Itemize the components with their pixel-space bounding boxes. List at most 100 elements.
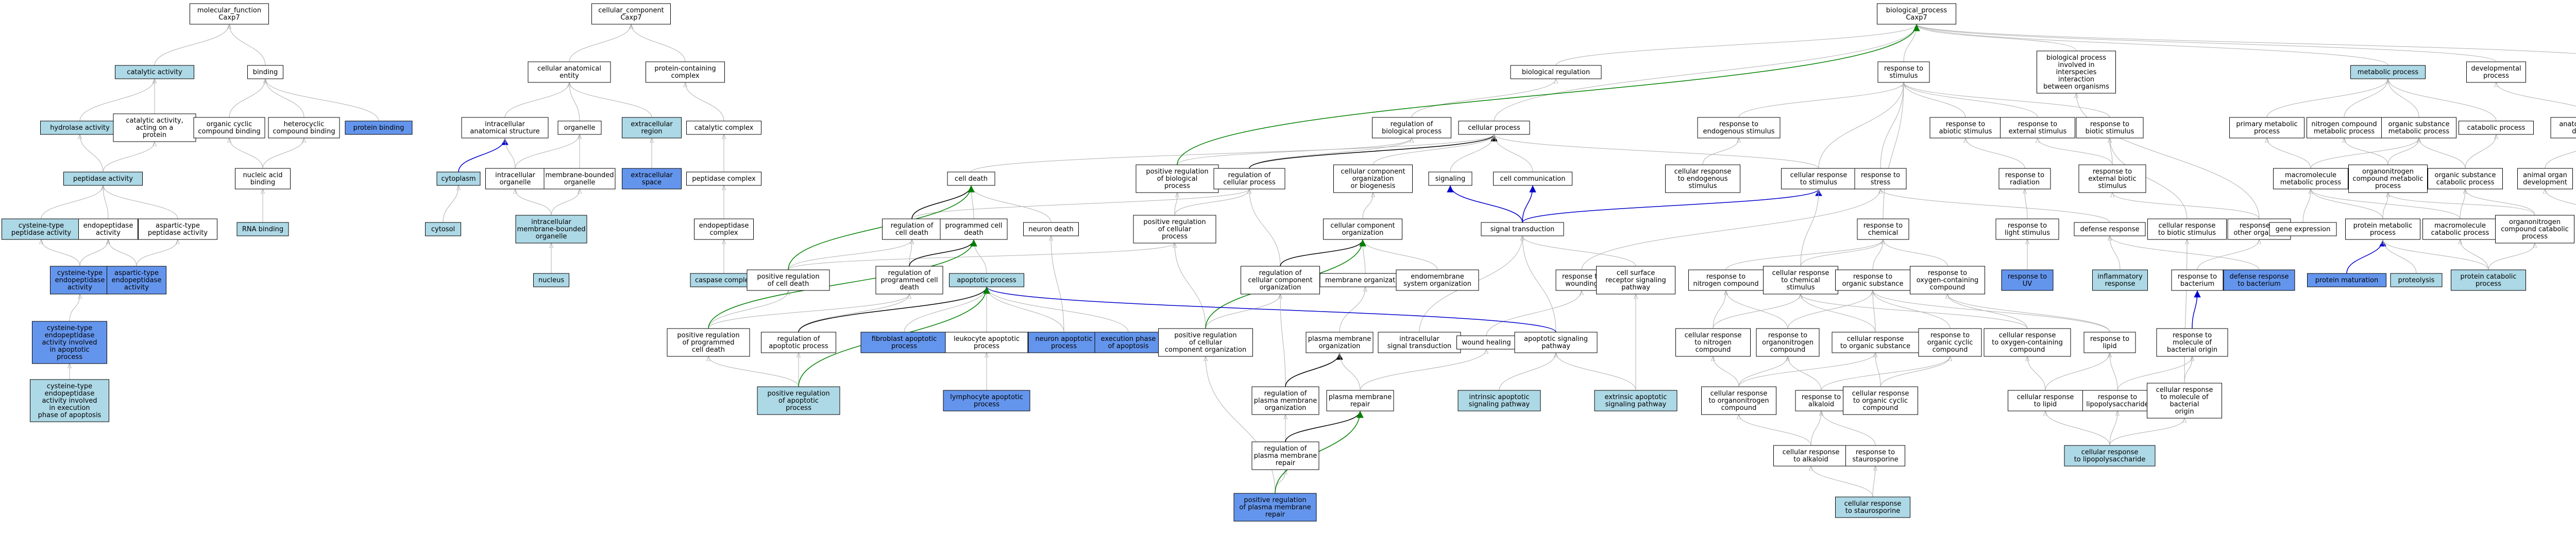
go-term-label: cellular response bbox=[1710, 390, 1768, 398]
go-term-label: receptor signaling bbox=[1605, 277, 1666, 284]
go-term-label: compound catabolic bbox=[2501, 226, 2569, 233]
relation-edge bbox=[904, 287, 987, 333]
go-term-box bbox=[1995, 218, 2059, 240]
relation-edge bbox=[41, 185, 103, 219]
relation-edge bbox=[971, 134, 1494, 173]
relation-edge bbox=[1205, 294, 1280, 329]
go-term-box bbox=[1319, 273, 1411, 287]
relation-edge bbox=[2266, 78, 2388, 118]
go-term-box bbox=[2083, 332, 2136, 353]
go-term-box bbox=[945, 332, 1028, 353]
relation-edge bbox=[2465, 134, 2496, 169]
relation-edge bbox=[1522, 188, 1822, 223]
go-term-label: response to bbox=[2090, 335, 2129, 343]
go-term-label: compound bbox=[1863, 404, 1899, 412]
go-term-label: response to bbox=[2093, 168, 2132, 176]
go-term-node: protein maturation bbox=[2307, 273, 2386, 287]
go-term-label: protein metabolic bbox=[2353, 222, 2413, 230]
relation-edge bbox=[265, 78, 379, 122]
go-term-box bbox=[860, 332, 948, 353]
go-term-label: intracellular bbox=[485, 121, 525, 128]
go-term-label: space bbox=[642, 179, 662, 186]
go-term-label: interspecies bbox=[2056, 68, 2097, 76]
go-term-label: wound healing bbox=[1462, 339, 1511, 347]
go-term-label: repair bbox=[1350, 401, 1370, 408]
go-term-box bbox=[2074, 222, 2146, 236]
go-term-label: cytoplasm bbox=[441, 175, 476, 183]
go-term-label: process bbox=[974, 342, 999, 350]
go-term-label: leukocyte apoptotic bbox=[954, 335, 1020, 343]
go-term-label: process bbox=[1051, 342, 1077, 350]
relation-edge bbox=[1581, 189, 1880, 270]
relation-edge bbox=[2110, 235, 2260, 270]
go-term-box bbox=[694, 218, 754, 240]
go-term-label: activity bbox=[67, 284, 92, 291]
go-term-label: external biotic bbox=[2088, 175, 2136, 183]
relation-edge bbox=[103, 141, 155, 173]
go-term-label: response to bbox=[2008, 222, 2047, 230]
go-term-label: in apoptotic bbox=[49, 346, 89, 354]
relation-edge bbox=[505, 138, 516, 169]
go-term-box bbox=[1596, 266, 1675, 295]
go-term-label: endopeptidase bbox=[45, 390, 95, 398]
go-term-label: regulation of bbox=[1391, 121, 1433, 128]
go-term-box bbox=[485, 168, 545, 190]
go-term-label: protein-containing bbox=[654, 65, 716, 73]
go-term-label: nucleus bbox=[538, 277, 564, 284]
go-term-label: of plasma membrane bbox=[1239, 504, 1311, 511]
relation-edge bbox=[1801, 294, 2028, 329]
go-term-label: nucleic acid bbox=[243, 171, 282, 179]
go-term-box bbox=[2156, 328, 2228, 357]
go-term-box bbox=[1756, 328, 1820, 357]
go-term-label: to chemical bbox=[1781, 277, 1820, 284]
relation-edge bbox=[911, 188, 1249, 219]
relation-edge bbox=[987, 287, 1064, 333]
relation-edge bbox=[1051, 236, 1064, 333]
go-term-node: defense response bbox=[2074, 222, 2146, 236]
go-term-label: compound bbox=[1770, 346, 1806, 354]
go-term-label: organic cyclic bbox=[1927, 339, 1973, 347]
go-term-box bbox=[1665, 164, 1740, 193]
relation-edge bbox=[1522, 185, 1536, 223]
relation-edge bbox=[229, 138, 263, 169]
go-term-label: metabolic process bbox=[2280, 179, 2342, 186]
go-term-box bbox=[2451, 269, 2526, 291]
relation-edge bbox=[2045, 353, 2110, 391]
go-term-box bbox=[1701, 386, 1776, 415]
relation-edge bbox=[2419, 137, 2466, 169]
go-term-label: cellular response bbox=[1999, 332, 2056, 339]
relation-edge bbox=[79, 79, 155, 122]
go-term-label: catalytic activity bbox=[127, 68, 182, 76]
go-term-label: molecule of bbox=[2173, 339, 2212, 347]
go-term-label: response to bbox=[2005, 171, 2044, 179]
relation-edge bbox=[1821, 411, 1876, 446]
relation-edge bbox=[1873, 290, 2110, 333]
relation-edge bbox=[1801, 294, 1876, 333]
relation-edge bbox=[1702, 137, 1739, 165]
go-term-label: biological process bbox=[2046, 54, 2106, 62]
go-term-label: endogenous stimulus bbox=[1703, 128, 1774, 135]
go-term-label: compound bbox=[1696, 346, 1731, 354]
go-term-label: organonitrogen bbox=[2362, 168, 2414, 176]
go-term-box bbox=[2147, 383, 2222, 419]
go-term-label: cellular response bbox=[1783, 449, 1840, 456]
go-term-box bbox=[2381, 117, 2456, 139]
relation-edge bbox=[1917, 24, 2576, 54]
go-term-label: process bbox=[2254, 128, 2280, 135]
relation-edge bbox=[569, 24, 631, 62]
go-term-box bbox=[436, 171, 481, 186]
